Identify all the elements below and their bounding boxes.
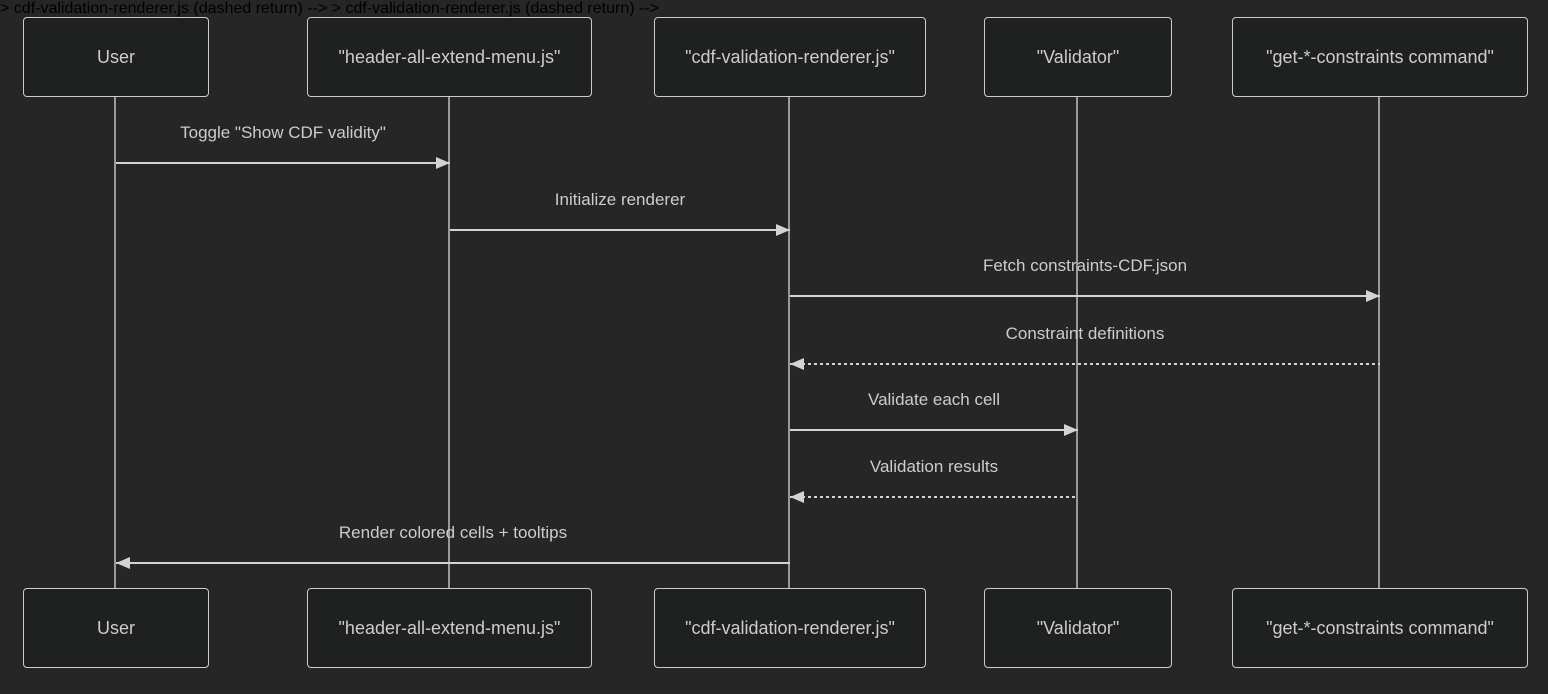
message-line <box>790 429 1078 431</box>
actor-top-header-all-extend-menu: "header-all-extend-menu.js" <box>307 17 592 97</box>
actor-label: User <box>96 617 135 638</box>
arrowhead-left-icon <box>116 557 130 569</box>
lifeline-user <box>114 97 116 588</box>
actor-bottom-validator: "Validator" <box>984 588 1172 668</box>
message-line <box>450 229 790 231</box>
message-label: Validate each cell <box>868 390 1000 409</box>
message-label: Toggle "Show CDF validity" <box>180 123 386 142</box>
message-line-dashed <box>790 363 1380 365</box>
actor-bottom-user: User <box>23 588 209 668</box>
arrowhead-right-icon <box>1366 290 1380 302</box>
message-line <box>116 562 790 564</box>
lifeline-header-all-extend-menu <box>448 97 450 588</box>
actor-bottom-get-constraints-command: "get-*-constraints command" <box>1232 588 1528 668</box>
arrowhead-left-icon <box>790 358 804 370</box>
arrowhead-right-icon <box>1064 424 1078 436</box>
lifeline-get-constraints-command <box>1378 97 1380 588</box>
lifeline-cdf-validation-renderer <box>788 97 790 588</box>
actor-bottom-cdf-validation-renderer: "cdf-validation-renderer.js" <box>654 588 926 668</box>
actor-top-user: User <box>23 17 209 97</box>
actor-label: "Validator" <box>1036 46 1120 67</box>
actor-label: "header-all-extend-menu.js" <box>338 617 561 638</box>
actor-top-cdf-validation-renderer: "cdf-validation-renderer.js" <box>654 17 926 97</box>
message-label: Render colored cells + tooltips <box>338 523 568 542</box>
message-line <box>790 295 1380 297</box>
actor-top-get-constraints-command: "get-*-constraints command" <box>1232 17 1528 97</box>
message-label: Initialize renderer <box>554 190 686 209</box>
actor-label: "cdf-validation-renderer.js" <box>685 46 895 67</box>
arrowhead-right-icon <box>436 157 450 169</box>
message-label: Validation results <box>869 457 999 476</box>
arrowhead-left-icon <box>790 491 804 503</box>
actor-label: "header-all-extend-menu.js" <box>338 46 561 67</box>
actor-top-validator: "Validator" <box>984 17 1172 97</box>
actor-label: "get-*-constraints command" <box>1266 617 1494 638</box>
arrowhead-right-icon <box>776 224 790 236</box>
lifeline-validator <box>1076 97 1078 588</box>
message-line <box>116 162 450 164</box>
message-label: Fetch constraints-CDF.json <box>982 256 1188 275</box>
actor-label: "cdf-validation-renderer.js" <box>685 617 895 638</box>
actor-label: "get-*-constraints command" <box>1266 46 1494 67</box>
actor-label: "Validator" <box>1036 617 1120 638</box>
actor-label: User <box>96 46 135 67</box>
actor-bottom-header-all-extend-menu: "header-all-extend-menu.js" <box>307 588 592 668</box>
message-label: Constraint definitions <box>1005 324 1165 343</box>
message-line-dashed <box>790 496 1078 498</box>
